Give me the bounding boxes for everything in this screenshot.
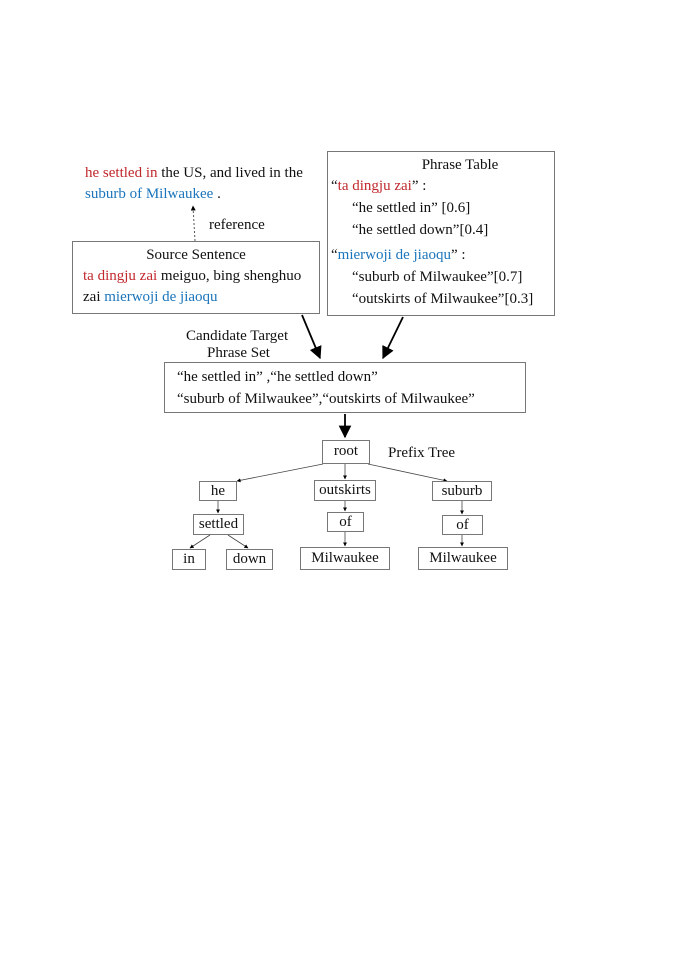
phrase-entry-1-target-2: “he settled down”[0.4] [352,222,489,238]
source-sentence-title: Source Sentence [146,247,246,263]
source-sentence-line-2: zai mierwoji de jiaoqu [83,288,218,306]
phrase-entry-2-source: “mierwoji de jiaoqu” : [331,246,466,264]
reference-blue-text: suburb of Milwaukee [85,186,214,202]
candidate-label-line-2: Phrase Set [207,345,270,361]
source-sentence-box: Source Sentence ta dingju zai meiguo, bi… [72,241,320,314]
reference-arrow [190,205,196,242]
reference-line2-rest: . [213,186,221,202]
tree-node-of-1: of [327,512,364,532]
tree-node-in: in [172,549,206,570]
phrase-entry-1-target-1: “he settled in” [0.6] [352,200,471,216]
prefix-tree-label: Prefix Tree [388,445,456,461]
reference-line-1: he settled in the US, and lived in the [85,164,303,182]
reference-line-2: suburb of Milwaukee . [85,185,221,203]
tree-node-milwaukee-2: Milwaukee [418,547,508,570]
entry2-open-quote: “ [331,247,338,263]
tree-node-of-2: of [442,515,483,535]
settled-to-down-edge [227,534,249,549]
tree-node-down: down [226,549,273,570]
entry1-source-text: ta dingju zai [337,178,412,194]
source-line1-rest: meiguo, bing shenghuo [157,268,302,284]
source-red-text: ta dingju zai [83,268,158,284]
reference-line1-rest: the US, and lived in the [157,165,303,181]
tree-node-root: root [322,440,370,464]
phrasetable-to-candidate-arrow [382,316,404,360]
candidate-line-2: “suburb of Milwaukee”,“outskirts of Milw… [177,391,475,407]
tree-node-he: he [199,481,237,501]
phrase-table-box: Phrase Table “ta dingju zai” : “he settl… [327,151,555,316]
reference-arrow-label: reference [209,217,265,233]
reference-red-text: he settled in [85,165,158,181]
candidate-set-box: “he settled in” ,“he settled down” “subu… [164,362,526,413]
entry1-close-quote: ” : [411,178,427,194]
phrase-entry-2-target-1: “suburb of Milwaukee”[0.7] [352,269,523,285]
tree-node-outskirts: outskirts [314,480,376,501]
root-to-he-edge [236,463,324,483]
source-to-candidate-arrow [301,314,322,360]
settled-to-in-edge [189,534,211,549]
source-line2-prefix: zai [83,289,105,305]
tree-node-settled: settled [193,514,244,535]
tree-node-milwaukee-1: Milwaukee [300,547,390,570]
candidate-line-1: “he settled in” ,“he settled down” [177,369,378,385]
tree-node-suburb: suburb [432,481,492,501]
candidate-label-line-1: Candidate Target [186,328,289,344]
phrase-table-title: Phrase Table [421,157,499,173]
source-blue-text: mierwoji de jiaoqu [104,289,218,305]
phrase-entry-2-target-2: “outskirts of Milwaukee”[0.3] [352,291,534,307]
phrase-entry-1-source: “ta dingju zai” : [331,177,426,195]
source-sentence-line-1: ta dingju zai meiguo, bing shenghuo [83,267,301,285]
entry1-open-quote: “ [331,178,338,194]
root-to-suburb-edge [367,463,448,483]
entry2-close-quote: ” : [450,247,466,263]
entry2-source-text: mierwoji de jiaoqu [337,247,451,263]
